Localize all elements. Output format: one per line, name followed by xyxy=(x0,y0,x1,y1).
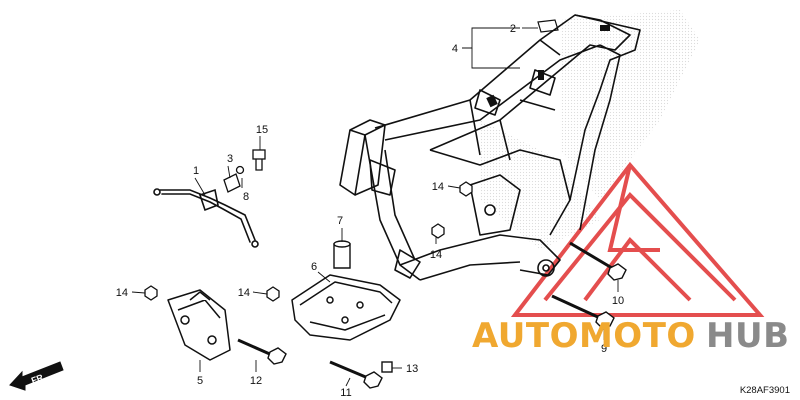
direction-label: FR. xyxy=(30,371,47,385)
watermark-text: AUTOMOTO HUB xyxy=(472,316,789,356)
callout-15: 15 xyxy=(256,124,268,136)
callout-14-left: 14 xyxy=(116,287,128,299)
direction-arrow: FR. xyxy=(9,361,64,391)
callout-3: 3 xyxy=(227,153,233,165)
callout-1: 1 xyxy=(193,165,199,177)
callout-6: 6 xyxy=(311,261,317,273)
bolt-set xyxy=(237,241,627,389)
callout-9: 9 xyxy=(601,343,607,355)
callout-14-upper: 14 xyxy=(432,181,444,193)
callout-2: 2 xyxy=(510,23,516,35)
callout-5: 5 xyxy=(197,375,203,387)
label-plate xyxy=(537,19,559,33)
watermark-word-hub: HUB xyxy=(706,316,789,356)
callout-8: 8 xyxy=(243,191,249,203)
callout-7: 7 xyxy=(337,215,343,227)
skid-plate xyxy=(291,274,401,341)
callouts: 2 4 15 1 3 8 14 14 7 6 14 14 10 9 5 12 1… xyxy=(116,23,624,399)
callout-13: 13 xyxy=(406,363,418,375)
nut-set xyxy=(144,181,473,302)
callout-14-middle: 14 xyxy=(430,249,442,261)
callout-4: 4 xyxy=(452,43,458,55)
callout-11: 11 xyxy=(340,387,351,399)
drawing-code: K28AF3901 xyxy=(740,385,790,396)
frame-details xyxy=(486,25,610,108)
fr-arrow-icon xyxy=(9,361,64,391)
callout-12: 12 xyxy=(250,375,262,387)
collar xyxy=(333,240,351,269)
watermark-word-automoto: AUTOMOTO xyxy=(472,316,696,356)
harness-clip xyxy=(153,188,259,248)
callout-14-bracket: 14 xyxy=(238,287,250,299)
fastener-set-upper xyxy=(223,149,266,193)
callout-10: 10 xyxy=(612,295,624,307)
watermark-logo xyxy=(510,161,765,317)
main-frame xyxy=(339,14,641,281)
leader-lines xyxy=(131,27,619,387)
engine-bracket xyxy=(167,289,231,361)
